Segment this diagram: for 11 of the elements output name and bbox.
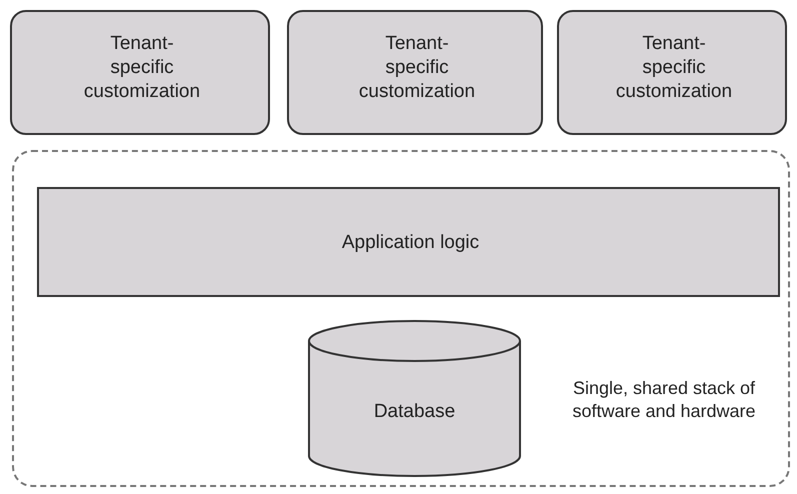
customization-box xyxy=(10,10,270,135)
node-label: Application logic xyxy=(340,231,480,255)
node-label: Tenant- specific customization xyxy=(614,32,734,104)
node-label: Database xyxy=(372,400,456,424)
application-logic-box xyxy=(37,187,780,297)
customization-box xyxy=(287,10,543,135)
node-label: Tenant- specific customization xyxy=(358,32,476,104)
node-label: Tenant- specific customization xyxy=(82,32,202,104)
shared-stack-container xyxy=(12,150,790,487)
description-text: Single, shared stack of software and hardware xyxy=(571,377,757,422)
customization-box xyxy=(557,10,787,135)
